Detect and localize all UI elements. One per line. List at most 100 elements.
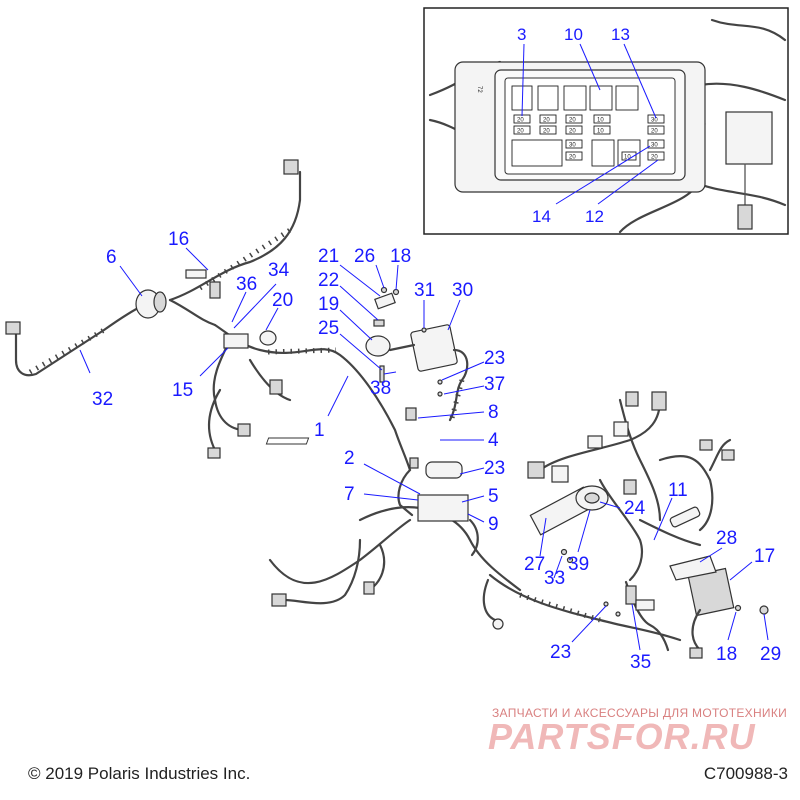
relay	[365, 335, 391, 357]
screw	[560, 548, 568, 556]
leader-line	[599, 501, 621, 509]
leader-line	[579, 43, 601, 91]
fuse-rating: 20	[517, 129, 524, 135]
leader-line	[363, 463, 421, 495]
leader-line	[233, 283, 277, 329]
ecu-body	[410, 324, 458, 372]
fuse-rating: 20	[569, 129, 576, 135]
inset-side-label: 72	[476, 86, 482, 93]
callout-7: 7	[344, 484, 355, 505]
connector	[527, 461, 545, 479]
leader-line	[571, 605, 607, 643]
leader-line	[447, 299, 461, 331]
callout-27: 27	[524, 554, 545, 575]
fuse	[621, 151, 637, 161]
leader-line	[553, 555, 563, 579]
clip	[409, 457, 419, 469]
connector	[721, 449, 735, 461]
harness-trunk	[213, 323, 412, 472]
callout-23b: 23	[484, 458, 505, 479]
connector	[207, 447, 221, 459]
callout-28: 28	[716, 528, 737, 549]
leader-line	[467, 513, 485, 523]
callout-25: 25	[318, 318, 339, 339]
fuse	[513, 125, 531, 135]
leader-line	[395, 264, 399, 291]
leader-line	[339, 285, 379, 321]
harness-branch	[388, 343, 416, 352]
connector	[492, 618, 504, 630]
fuse	[593, 114, 611, 124]
fastener	[373, 319, 385, 327]
connector	[259, 330, 277, 346]
main-harness	[207, 323, 414, 585]
center-harness	[265, 437, 682, 642]
leader-line	[199, 347, 229, 377]
callout-9: 9	[488, 514, 499, 535]
harness-branch	[658, 455, 714, 532]
callout-30: 30	[452, 280, 473, 301]
callout-33: 33	[544, 568, 565, 589]
leader-line	[699, 547, 723, 563]
callout-23c: 23	[550, 642, 571, 663]
callout-24: 24	[624, 498, 646, 519]
connector	[271, 593, 287, 607]
fuse-rating: 20	[651, 129, 658, 135]
leader-line	[339, 333, 383, 371]
harness-branch	[283, 538, 362, 605]
connector	[405, 407, 417, 421]
connector	[551, 465, 569, 483]
harness-branch	[468, 518, 479, 557]
fuse	[647, 125, 665, 135]
leader-line	[459, 467, 485, 475]
nut	[759, 605, 769, 615]
leader-line	[763, 613, 769, 641]
fuse-rating: 10	[597, 129, 604, 135]
drawing-code: C700988-3	[703, 764, 788, 783]
callout-3: 3	[517, 25, 526, 44]
fuse	[565, 139, 583, 149]
leader-line	[727, 611, 737, 641]
callout-32: 32	[92, 389, 113, 410]
leader-line	[729, 561, 753, 581]
screw	[380, 286, 388, 294]
callout-39: 39	[568, 554, 589, 575]
callout-18a: 18	[390, 246, 411, 267]
relay-slot	[615, 85, 639, 111]
leader-line	[521, 43, 525, 117]
fuse	[565, 114, 583, 124]
callout-34: 34	[268, 260, 290, 281]
callout-11: 11	[668, 480, 688, 501]
leader-line	[555, 145, 651, 205]
fuse-rating: 20	[569, 118, 576, 124]
callout-1: 1	[314, 420, 325, 441]
leader-line	[327, 375, 349, 417]
bracket	[374, 292, 396, 310]
callout-31: 31	[414, 280, 435, 301]
inset-connector	[725, 111, 773, 165]
leader-line	[623, 43, 657, 119]
callout-12: 12	[585, 207, 604, 226]
leader-line	[539, 517, 547, 557]
harness-branch	[691, 608, 702, 652]
leader-line	[339, 309, 373, 341]
relay-slot	[563, 85, 587, 111]
harness-branch	[598, 478, 644, 582]
watermark-caption: ЗАПЧАСТИ И АКСЕССУАРЫ ДЛЯ МОТОТЕХНИКИ	[492, 706, 788, 720]
harness-branch	[708, 438, 732, 472]
screw	[392, 288, 400, 296]
connector	[625, 391, 639, 407]
connector	[623, 479, 637, 495]
leader-line	[631, 603, 641, 651]
label-plate	[265, 437, 310, 445]
grommet	[153, 291, 167, 313]
fuse	[647, 151, 665, 161]
connector	[269, 379, 283, 395]
fuse	[565, 125, 583, 135]
leader-line	[383, 371, 397, 375]
connector	[635, 599, 655, 611]
fuse-rating: 20	[543, 129, 550, 135]
harness-branch	[248, 358, 292, 402]
fuse	[539, 114, 557, 124]
fuse	[565, 151, 583, 161]
